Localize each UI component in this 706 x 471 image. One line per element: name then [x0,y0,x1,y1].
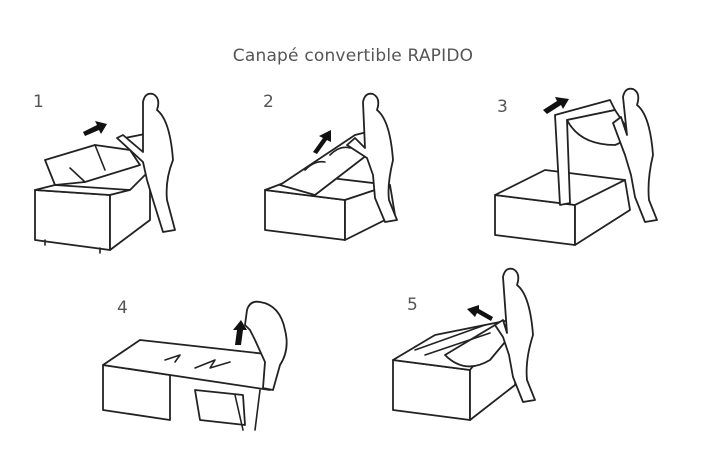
step-5: 5 [385,265,565,425]
diagram-title: Canapé convertible RAPIDO [232,46,474,66]
step-number: 1 [33,92,44,112]
arrow-icon [313,130,331,154]
step-number: 5 [407,295,418,315]
arrow-icon [83,121,107,136]
arrow-icon [543,97,569,114]
sofa-unfold-illustration [494,87,658,246]
step-3: 3 [485,85,685,255]
step-number: 3 [497,97,508,117]
step-number: 4 [117,298,128,318]
step-1: 1 [25,90,225,260]
sofa-close-illustration [392,267,536,421]
step-2: 2 [255,90,455,260]
bed-extend-illustration [102,300,288,431]
sofa-push-illustration [34,92,176,254]
arrow-icon [233,320,247,345]
sofa-lift-illustration [264,92,398,241]
step-number: 2 [263,92,274,112]
step-4: 4 [95,290,325,440]
arrow-icon [467,305,493,321]
